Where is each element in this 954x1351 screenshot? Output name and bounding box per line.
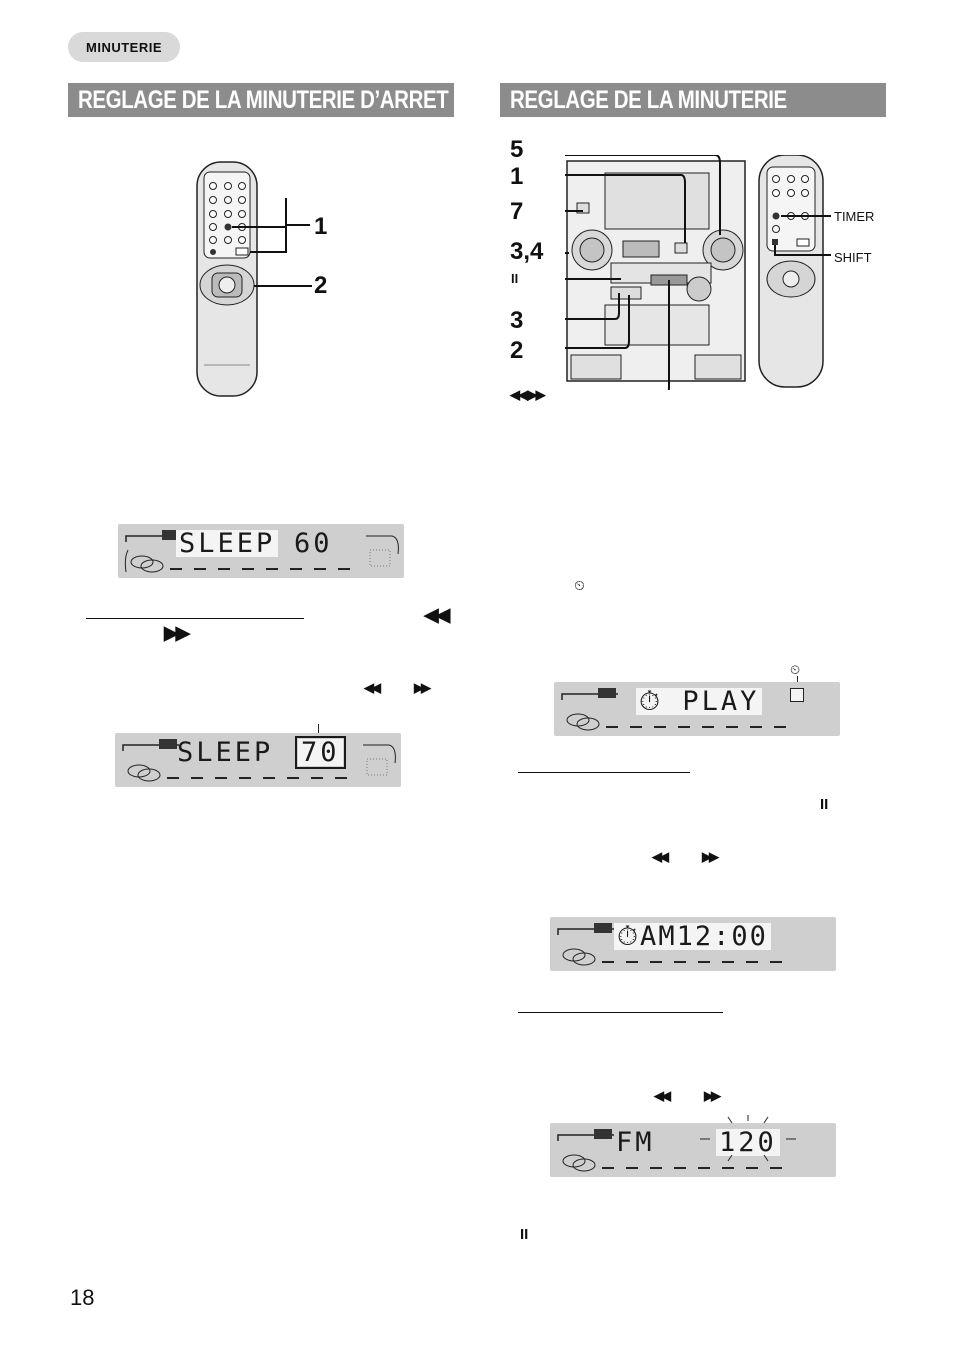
- rewind-icon: ◀◀: [424, 605, 450, 626]
- fast-forward-icon: ▶▶: [164, 623, 190, 644]
- lcd-dash-row: [602, 1167, 782, 1169]
- lcd-fm-word: FM: [616, 1127, 655, 1158]
- disc-icon: [122, 739, 179, 782]
- rewind-icon: ◀◀: [654, 1088, 671, 1103]
- unit-callout-1: 1: [510, 163, 524, 190]
- section-tag: MINUTERIE: [68, 32, 180, 62]
- right-section-title: REGLAGE DE LA MINUTERIE: [500, 83, 886, 117]
- unit-callout-pause: II: [511, 271, 519, 286]
- pause-icon: II: [820, 796, 829, 813]
- lcd-dash-row: [606, 726, 786, 728]
- lcd-sleep-value: 60: [294, 528, 333, 559]
- lcd-dash-row: [602, 961, 782, 963]
- unit-callout-3: 3: [510, 307, 524, 334]
- lcd-display-fm: FM 120: [550, 1115, 836, 1177]
- underline-2: [518, 772, 690, 773]
- disc-icon: [557, 1129, 614, 1172]
- pointer-line: [797, 676, 798, 686]
- lcd-right-panel: [363, 744, 396, 776]
- unit-callout-7: 7: [510, 198, 524, 225]
- pointer-line: [318, 724, 319, 738]
- disc-icon: [557, 923, 614, 966]
- unit-callout-2: 2: [510, 337, 524, 364]
- unit-callout-5: 5: [510, 136, 524, 163]
- lcd-display-play: ⏱ PLAY: [554, 682, 840, 736]
- lcd-sleep-word: SLEEP: [177, 737, 274, 768]
- lcd-display-sleep-60: SLEEP 60: [118, 524, 404, 578]
- lcd-right-panel: [366, 535, 399, 567]
- lcd-display-sleep-70: SLEEP 70: [115, 733, 401, 787]
- remote-callout-1: 1: [314, 213, 328, 240]
- timer-icon: ⏲: [574, 577, 585, 593]
- timer-label: TIMER: [834, 209, 875, 224]
- lcd-sleep-word: SLEEP: [176, 530, 279, 557]
- unit-callout-rew-ff: ◀◀,▶▶: [510, 387, 546, 402]
- timer-icon: ⏲: [790, 662, 801, 677]
- rewind-icon: ◀◀: [652, 849, 669, 864]
- pause-icon: II: [520, 1226, 529, 1243]
- disc-icon: [561, 688, 618, 731]
- lcd-dash-row: [170, 568, 350, 570]
- blink-rays: [700, 1115, 796, 1162]
- fast-forward-icon: ▶▶: [414, 680, 431, 695]
- fast-forward-icon: ▶▶: [704, 1088, 721, 1103]
- fast-forward-icon: ▶▶: [702, 849, 719, 864]
- stereo-unit-illustration: [565, 155, 831, 390]
- page-number: 18: [70, 1285, 95, 1310]
- unit-callout-3-4: 3,4: [510, 238, 544, 265]
- rewind-icon: ◀◀: [364, 680, 381, 695]
- lcd-dash-row: [167, 777, 347, 779]
- shift-label: SHIFT: [834, 250, 872, 265]
- lcd-time-text: ⏱AM12:00: [614, 923, 771, 950]
- remote-callout-2: 2: [314, 272, 328, 299]
- underline-3: [518, 1012, 723, 1013]
- lcd-fm-value-blinking: 120: [716, 1129, 780, 1156]
- left-section-title: REGLAGE DE LA MINUTERIE D’ARRET: [68, 83, 454, 117]
- remote-control-illustration: [196, 161, 312, 397]
- underline-1: [86, 618, 304, 619]
- lcd-sleep-value-highlighted: 70: [295, 736, 346, 769]
- disc-icon: [124, 530, 182, 573]
- lcd-display-time: ⏱AM12:00: [550, 917, 836, 971]
- lcd-timer-indicator: [790, 688, 804, 702]
- lcd-play-text: ⏱ PLAY: [636, 688, 763, 715]
